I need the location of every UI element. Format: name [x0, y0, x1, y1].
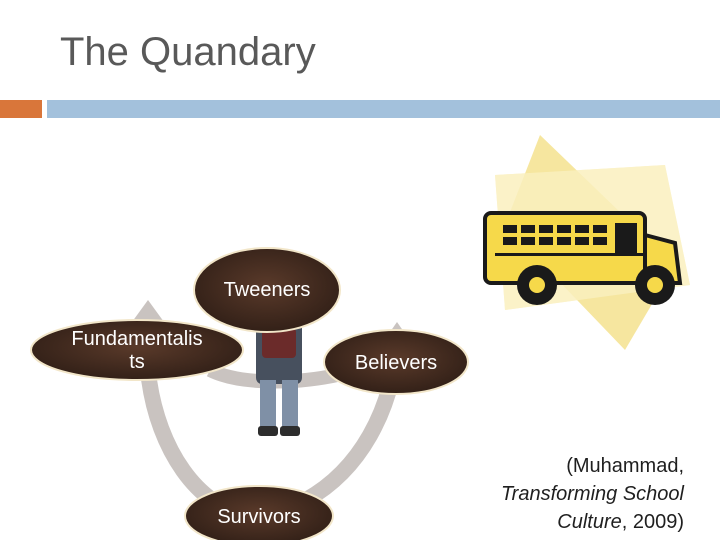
slide-title: The Quandary [60, 30, 316, 74]
citation-book-title-part2: Culture [557, 511, 622, 533]
citation-line1: (Muhammad, [566, 455, 684, 477]
citation-book-title-part1: Transforming School [500, 483, 684, 505]
node-fundamentalists [30, 319, 244, 381]
label-survivors: Survivors [217, 506, 300, 528]
label-believers: Believers [355, 352, 437, 374]
node-tweeners [193, 247, 341, 333]
title-accent-orange [0, 100, 42, 118]
citation: (Muhammad, Transforming School Culture, … [424, 452, 684, 536]
node-believers [323, 329, 469, 395]
label-fundamentalists-line1: Fundamentalis [71, 328, 202, 350]
school-bus-icon [483, 135, 690, 350]
title-accent-blue [47, 100, 720, 118]
node-survivors [184, 485, 334, 540]
label-tweeners: Tweeners [224, 279, 311, 301]
citation-line2: Transforming School [424, 480, 684, 508]
student-figure [256, 322, 302, 436]
arrow-left-head [132, 300, 164, 322]
citation-year: , 2009) [621, 511, 684, 533]
citation-line3: Culture, 2009) [424, 508, 684, 536]
label-fundamentalists-line2: ts [129, 351, 145, 373]
